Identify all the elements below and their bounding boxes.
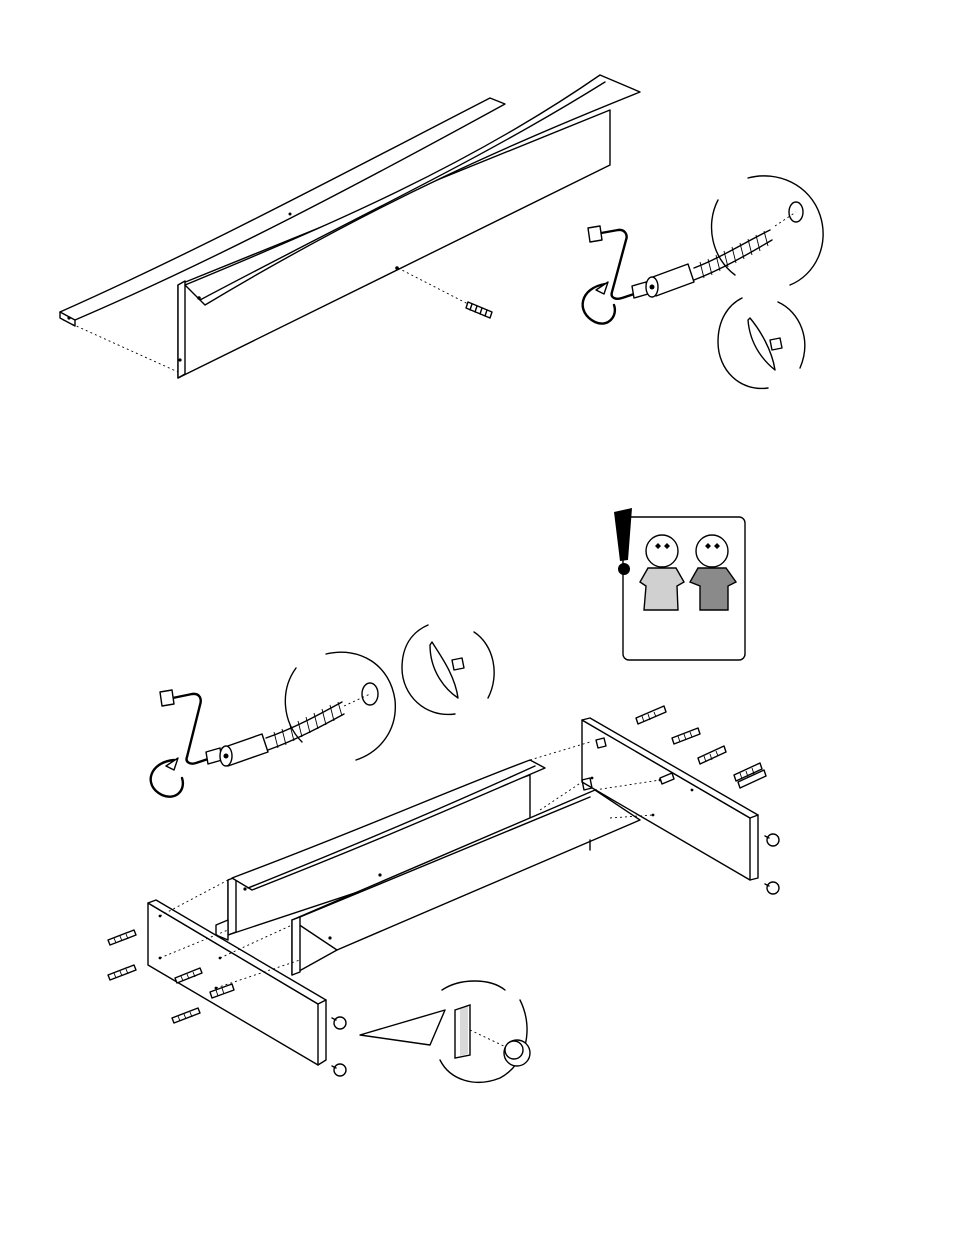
cam-bolt	[466, 302, 492, 318]
plastic-foot	[332, 1017, 346, 1029]
cam-lock-icon	[220, 702, 344, 766]
cam-bolt	[108, 930, 136, 945]
person-icon	[640, 535, 684, 610]
foot-detail-callout	[360, 981, 530, 1082]
hex-key-icon	[160, 690, 222, 764]
rotation-arrow-icon	[151, 758, 183, 797]
plastic-foot	[332, 1064, 346, 1076]
cam-bolt	[108, 965, 136, 980]
cam-bolt	[636, 706, 666, 724]
rotation-arrow-icon	[583, 282, 615, 324]
hex-key-icon	[588, 226, 648, 299]
cam-bolt	[698, 746, 726, 764]
plastic-foot	[765, 834, 779, 846]
cam-bolt	[672, 728, 700, 744]
cam-bolt	[172, 1008, 200, 1023]
dowel-hole	[67, 316, 70, 319]
step-2-diagram	[108, 625, 779, 1082]
detail-circle-bolt	[712, 176, 824, 285]
detail-circle-cam	[402, 625, 494, 714]
cam-hole	[289, 213, 292, 216]
step-1-diagram	[60, 75, 823, 388]
detail-circle-bolt	[285, 652, 395, 760]
cam-lock-icon	[646, 230, 772, 297]
two-person-assembly-notice	[614, 508, 745, 660]
plastic-foot	[765, 882, 779, 894]
detail-circle-cam	[718, 298, 805, 388]
